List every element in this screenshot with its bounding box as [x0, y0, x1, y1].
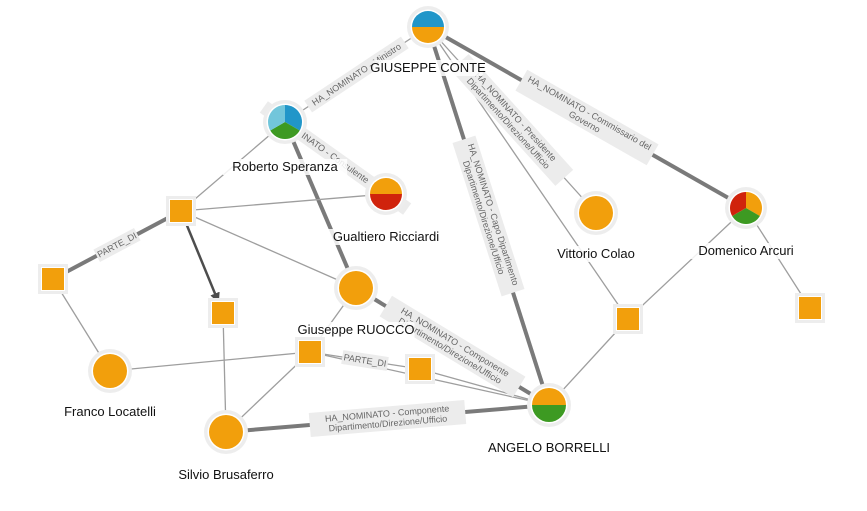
edge-sq1-ruocco[interactable] [180, 210, 357, 289]
node-label: Franco Locatelli [64, 404, 156, 419]
edge-label-text: PARTE_DI [96, 230, 139, 259]
node-label: Roberto Speranza [232, 159, 338, 174]
edge-sq5-borrelli[interactable] [419, 368, 550, 406]
node-borrelli[interactable]: ANGELO BORRELLI [488, 383, 610, 456]
node-label: Silvio Brusaferro [178, 467, 273, 482]
node-label: Gualtiero Ricciardi [333, 229, 439, 244]
node-conte[interactable]: GIUSEPPE CONTE [370, 6, 486, 76]
node-label: GIUSEPPE CONTE [370, 60, 486, 75]
node-ricciardi[interactable]: Gualtiero Ricciardi [312, 173, 460, 245]
edge-label-sq4-sq5: PARTE_DI [341, 350, 389, 371]
node-colao[interactable]: Vittorio Colao [541, 191, 651, 262]
nodes-layer: GIUSEPPE CONTE Roberto SperanzaGualtiero … [38, 6, 825, 483]
node-arcuri[interactable]: Domenico Arcuri [687, 187, 805, 259]
node-sq1[interactable] [166, 196, 196, 226]
node-label: Domenico Arcuri [698, 243, 793, 258]
node-sq3[interactable] [208, 298, 238, 328]
node-sq8[interactable] [795, 293, 825, 323]
node-brusaferro[interactable]: Silvio Brusaferro [160, 410, 292, 483]
edge-speranza-ruocco[interactable] [283, 121, 358, 289]
edge-sq7-arcuri[interactable] [627, 207, 747, 320]
edge-label-conte-borrelli: HA_NOMINATO - Capo DipartimentoDipartime… [452, 135, 525, 297]
node-speranza[interactable]: Roberto Speranza [222, 100, 348, 175]
edge-label-sq1-sq2: PARTE_DI [93, 228, 141, 262]
node-sq2[interactable] [38, 264, 68, 294]
node-label: Vittorio Colao [557, 246, 635, 261]
edge-sq4-locatelli[interactable] [109, 351, 311, 372]
node-sq5[interactable] [405, 354, 435, 384]
node-sq4[interactable] [295, 337, 325, 367]
node-sq7[interactable] [613, 304, 643, 334]
node-locatelli[interactable]: Franco Locatelli [47, 349, 173, 420]
edge-sq1-ricciardi[interactable] [180, 193, 387, 212]
node-label: Giuseppe RUOCCO [297, 322, 414, 337]
edge-label-brusaferro-borrelli: HA_NOMINATO - ComponenteDipartimento/Dir… [308, 400, 467, 437]
node-ruocco[interactable]: Giuseppe RUOCCO [297, 266, 415, 338]
node-label: ANGELO BORRELLI [488, 440, 610, 455]
edge-label-ruocco-borrelli: HA_NOMINATO - ComponenteDipartimento/Dir… [379, 295, 526, 398]
